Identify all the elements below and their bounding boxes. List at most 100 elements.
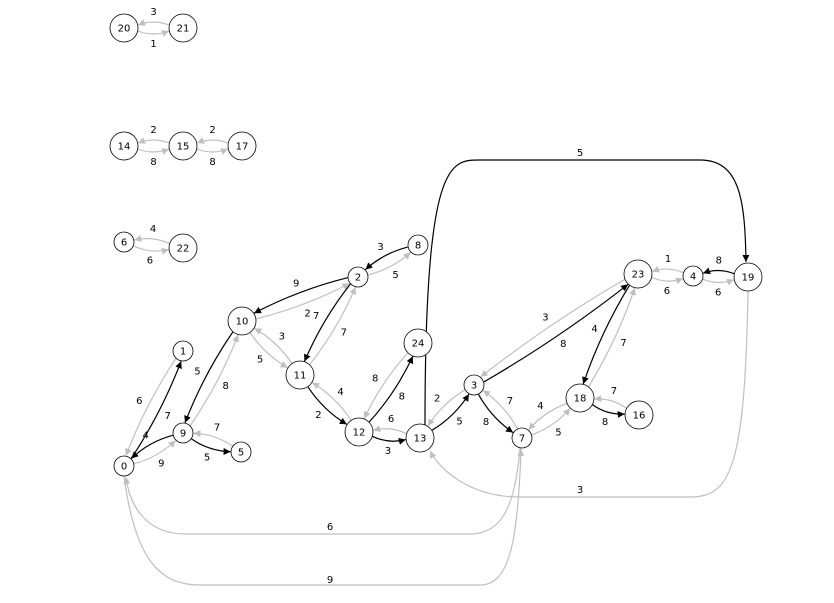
edge-7-to-18 <box>531 408 571 436</box>
edge-weight-18-to-23: 7 <box>620 338 626 349</box>
edge-23-to-18 <box>582 285 630 385</box>
edge-weight-4-to-23: 1 <box>665 254 671 265</box>
node-22: 22 <box>168 233 198 263</box>
node-circle-3 <box>463 374 485 396</box>
edge-weight-11-to-10: 3 <box>279 331 285 342</box>
node-label-23: 23 <box>632 270 645 281</box>
edge-8-to-2 <box>364 246 408 271</box>
node-circle-16 <box>624 400 654 430</box>
node-4: 4 <box>682 265 704 287</box>
edge-weight-23-to-18: 4 <box>591 324 597 335</box>
node-circle-22 <box>168 233 198 263</box>
edge-3-to-13 <box>427 389 466 427</box>
edge-0-to-7 <box>123 448 525 586</box>
edge-9-to-5 <box>191 438 231 456</box>
edge-weight-11-to-12: 2 <box>315 410 321 421</box>
edge-weight-3-to-7: 8 <box>483 417 489 428</box>
node-11: 11 <box>285 360 315 390</box>
node-7: 7 <box>511 427 533 449</box>
node-13: 13 <box>405 423 435 453</box>
node-label-15: 15 <box>177 142 190 153</box>
node-circle-14 <box>109 131 139 161</box>
edge-17-to-15 <box>196 137 229 144</box>
edge-weight-23-to-4: 6 <box>664 286 670 297</box>
node-circle-12 <box>344 417 374 447</box>
node-label-14: 14 <box>118 142 131 153</box>
edge-weight-0-to-9: 9 <box>158 459 164 470</box>
edge-23-to-3 <box>480 278 626 378</box>
node-circle-6 <box>113 231 135 253</box>
edge-19-to-13 <box>429 290 749 498</box>
edge-weight-19-to-4: 8 <box>716 256 722 267</box>
edge-19-to-4 <box>702 267 735 275</box>
node-circle-19 <box>733 262 763 292</box>
edge-5-to-9 <box>193 429 233 447</box>
edge-weight-9-to-10: 8 <box>223 381 229 392</box>
node-label-4: 4 <box>690 272 696 283</box>
node-label-12: 12 <box>353 428 366 439</box>
node-circle-20 <box>109 13 139 43</box>
node-label-22: 22 <box>177 244 190 255</box>
edge-weight-5-to-9: 7 <box>214 422 220 433</box>
node-20: 20 <box>109 13 139 43</box>
edge-11-to-10 <box>254 327 293 364</box>
node-10: 10 <box>227 306 257 336</box>
edge-10-to-9 <box>184 331 234 424</box>
edge-16-to-18 <box>594 395 627 409</box>
edge-weight-10-to-11: 5 <box>257 355 263 366</box>
node-circle-11 <box>285 360 315 390</box>
node-label-18: 18 <box>574 394 587 405</box>
edge-0-to-1 <box>130 361 182 459</box>
edge-weight-7-to-3: 7 <box>507 396 513 407</box>
node-label-0: 0 <box>121 462 127 473</box>
node-circle-24 <box>403 328 433 358</box>
node-0: 0 <box>113 455 135 477</box>
edge-weight-3-to-13: 2 <box>434 394 440 405</box>
node-2: 2 <box>347 266 369 288</box>
node-1: 1 <box>172 340 194 362</box>
edge-weight-7-to-0: 6 <box>327 522 333 533</box>
edge-weight-24-to-12: 8 <box>372 374 378 385</box>
edge-3-to-7 <box>477 394 514 434</box>
node-label-6: 6 <box>121 238 127 249</box>
node-circle-2 <box>347 266 369 288</box>
edge-weight-0-to-7: 9 <box>327 575 333 586</box>
node-circle-15 <box>168 131 198 161</box>
node-16: 16 <box>624 400 654 430</box>
edge-9-to-0 <box>130 434 173 459</box>
edge-weight-19-to-13: 3 <box>577 485 583 496</box>
edge-weight-21-to-20: 3 <box>150 7 156 18</box>
node-label-1: 1 <box>180 347 186 358</box>
edge-6-to-22 <box>133 245 169 255</box>
node-12: 12 <box>344 417 374 447</box>
edge-weight-11-to-2: 7 <box>341 327 347 338</box>
edge-12-to-24 <box>368 356 414 423</box>
edge-13-to-19 <box>424 159 750 426</box>
edge-weight-13-to-12: 6 <box>388 414 394 425</box>
edge-18-to-7 <box>528 402 568 431</box>
node-circle-9 <box>172 422 194 444</box>
edge-weight-4-to-19: 6 <box>715 288 721 299</box>
node-5: 5 <box>230 441 252 463</box>
node-circle-18 <box>565 383 595 413</box>
edge-weight-17-to-15: 2 <box>209 125 215 136</box>
node-circle-23 <box>623 259 653 289</box>
edge-10-to-11 <box>249 332 288 369</box>
edge-7-to-0 <box>123 447 521 535</box>
edge-weight-18-to-16: 8 <box>602 417 608 428</box>
edge-2-to-11 <box>303 283 351 362</box>
node-label-7: 7 <box>519 434 525 445</box>
edge-13-to-3 <box>431 393 470 431</box>
node-3: 3 <box>463 374 485 396</box>
edge-weight-15-to-17: 8 <box>209 157 215 168</box>
edge-weight-20-to-21: 1 <box>150 39 156 50</box>
edge-weight-18-to-7: 4 <box>537 401 543 412</box>
node-14: 14 <box>109 131 139 161</box>
edge-3-to-23 <box>483 283 629 383</box>
edge-14-to-15 <box>137 148 170 155</box>
edge-weight-9-to-0: 4 <box>143 431 149 442</box>
edge-13-to-12 <box>373 425 407 435</box>
node-23: 23 <box>623 259 653 289</box>
edge-weight-14-to-15: 8 <box>150 157 156 168</box>
